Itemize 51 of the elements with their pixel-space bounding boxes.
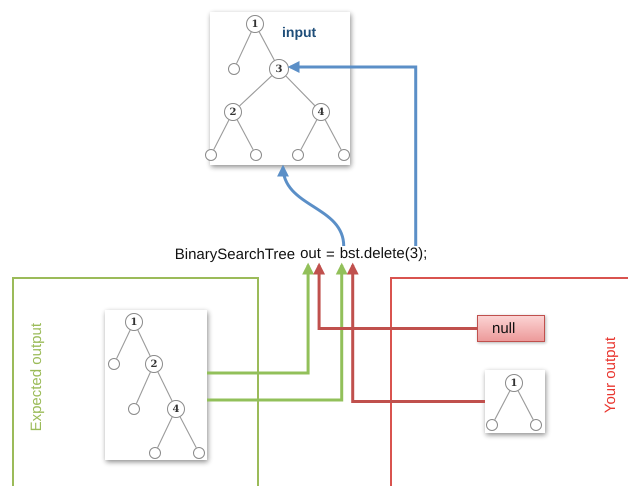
- tree-branch-line: [137, 330, 151, 356]
- tree-branch-line: [213, 120, 230, 150]
- arrow: [207, 262, 314, 374]
- tree-node-circle: [338, 149, 350, 161]
- tree-node-circle: [149, 447, 161, 459]
- tree-branch-line: [258, 32, 275, 60]
- arrow: [346, 262, 485, 403]
- tree-branch-line: [300, 120, 318, 150]
- tree-node-circle: 3: [269, 59, 289, 79]
- tree-node-circle: 1: [505, 374, 523, 392]
- arrow: [207, 262, 348, 402]
- output-panel: [12, 277, 259, 486]
- output-panel: [390, 277, 628, 486]
- tree-node-circle: 1: [125, 313, 143, 331]
- tree-node-circle: [228, 63, 240, 75]
- tree-branch-line: [157, 372, 173, 402]
- tree-drawing: [485, 370, 545, 433]
- tree-branch-line: [136, 372, 151, 404]
- code-text: BinarySearchTree: [174, 245, 296, 264]
- tree-node-circle: [250, 149, 262, 161]
- tree-branch-line: [236, 32, 252, 64]
- panel-title: Your output: [602, 337, 619, 414]
- tree-branch-line: [239, 75, 272, 106]
- tree-branch-line: [286, 76, 316, 106]
- tree-node-circle: 4: [167, 400, 185, 418]
- tree-branch-line: [236, 120, 254, 150]
- tree-node-circle: [128, 403, 140, 415]
- arrow: [288, 61, 418, 246]
- tree-branch-line: [157, 416, 173, 448]
- tree-branch-line: [494, 390, 510, 420]
- tree-branch-line: [180, 416, 197, 448]
- tree-node-circle: 2: [145, 355, 163, 373]
- code-text: =: [326, 245, 335, 264]
- tree-node-circle: 4: [312, 103, 330, 121]
- tree-branch-line: [116, 330, 131, 359]
- tree-node-circle: [292, 149, 304, 161]
- tree-node-circle: [108, 358, 120, 370]
- panel-title: Expected output: [28, 323, 45, 432]
- value-box: null: [477, 315, 545, 342]
- tree-drawing: [105, 310, 207, 460]
- arrow: [278, 164, 346, 246]
- tree-node-circle: [205, 149, 217, 161]
- code-text: out: [300, 245, 321, 264]
- tree-node-circle: [530, 419, 542, 431]
- tree-node-circle: 2: [224, 103, 242, 121]
- code-text: bst.delete(3);: [340, 245, 428, 264]
- tree-node-circle: [486, 419, 498, 431]
- tree-node-circle: [193, 447, 205, 459]
- arrow: [313, 262, 477, 330]
- tree-title: input: [282, 24, 316, 40]
- tree-node-circle: 1: [246, 15, 264, 33]
